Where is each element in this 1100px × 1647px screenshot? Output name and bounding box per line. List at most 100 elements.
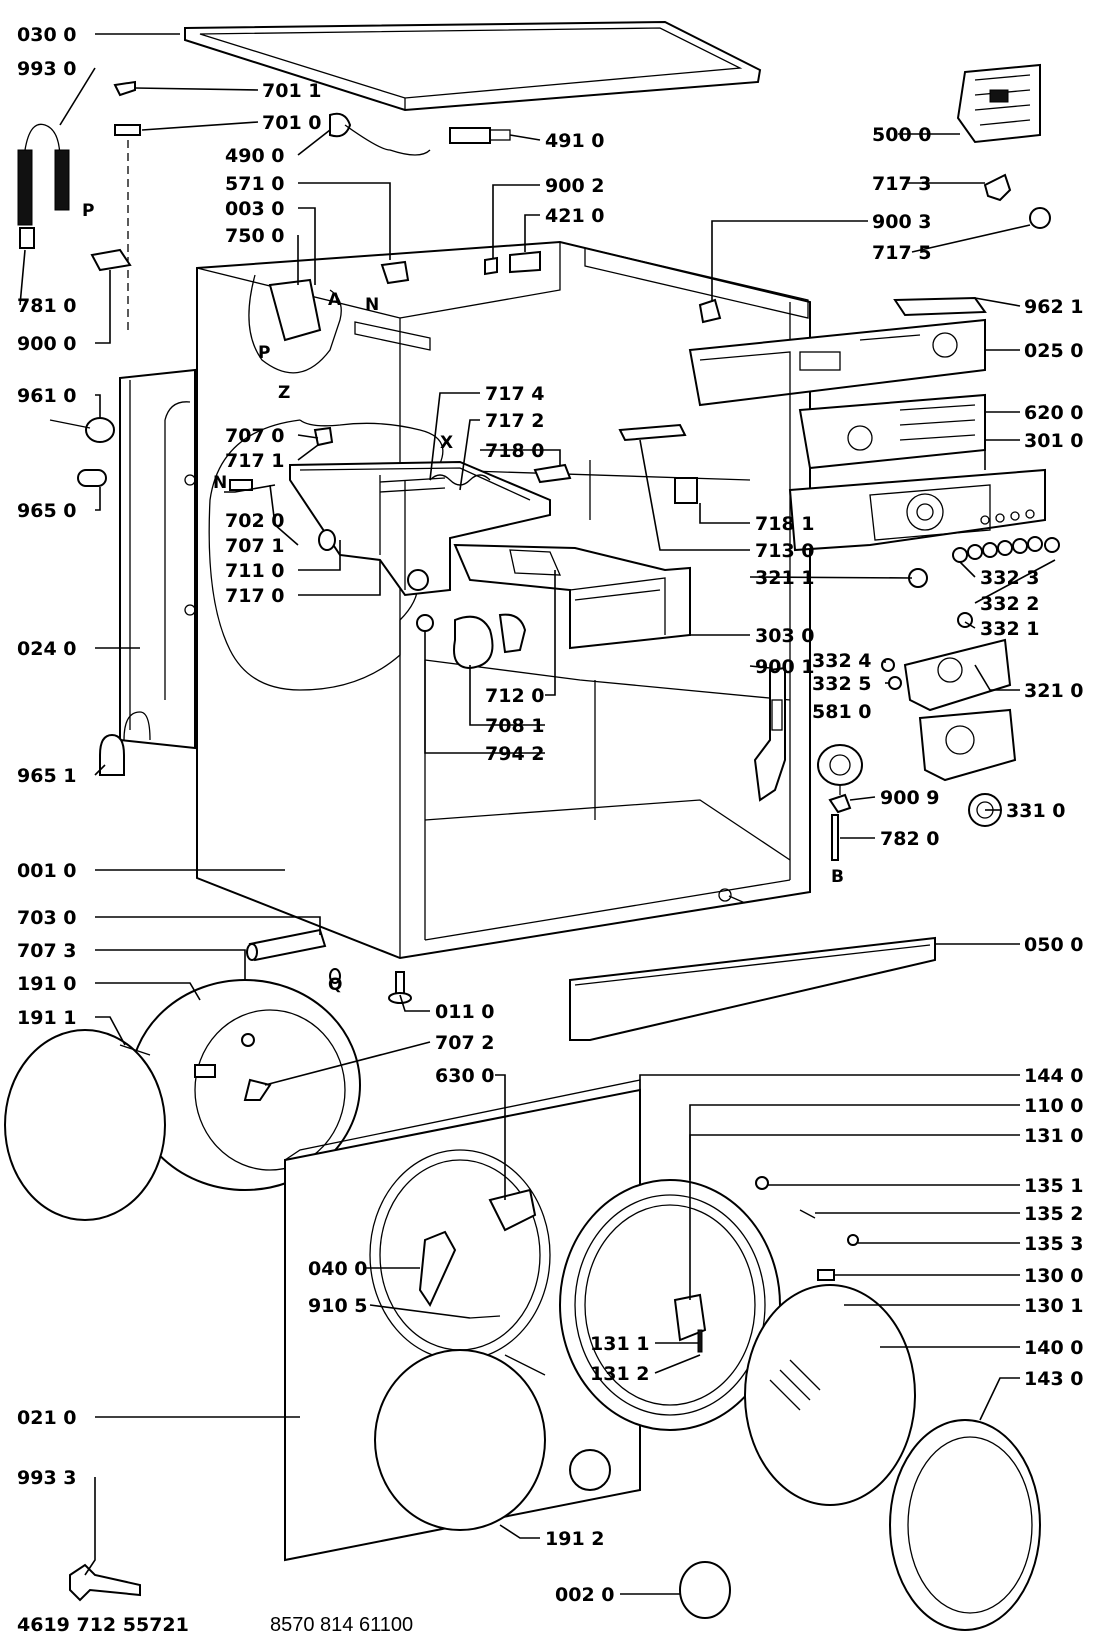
footer-codes: 4619 712 55721 8570 814 61100 bbox=[17, 1614, 413, 1636]
hose-assembly-9930 bbox=[17, 123, 70, 249]
part-label: 707 2 bbox=[435, 1032, 495, 1054]
part-label: 707 0 bbox=[225, 425, 285, 447]
marker-n2: N bbox=[213, 473, 227, 493]
parts-artwork bbox=[4, 20, 1060, 1631]
group-outline bbox=[208, 274, 444, 691]
clip-9009 bbox=[828, 793, 852, 814]
marker-b: B bbox=[831, 867, 844, 887]
electronic-board bbox=[798, 393, 986, 470]
bracket-9000 bbox=[90, 248, 132, 272]
part-label: 993 0 bbox=[17, 58, 77, 80]
clip-9003 bbox=[698, 298, 722, 324]
control-panel-back bbox=[688, 318, 986, 407]
part-label: 135 1 bbox=[1024, 1175, 1084, 1197]
terminal-4210 bbox=[509, 250, 541, 274]
part-9610 bbox=[49, 417, 115, 443]
part-label: 130 1 bbox=[1024, 1295, 1084, 1317]
part-7020 bbox=[229, 479, 253, 491]
part-label: 718 1 bbox=[755, 513, 815, 535]
part-label: 025 0 bbox=[1024, 340, 1084, 362]
marker-a: A bbox=[328, 290, 342, 310]
part-label: 707 3 bbox=[17, 940, 77, 962]
part-label: 794 2 bbox=[485, 743, 545, 765]
footer-code-left: 4619 712 55721 bbox=[17, 1614, 189, 1636]
marker-n1: N bbox=[365, 295, 379, 315]
part-label: 630 0 bbox=[435, 1065, 495, 1087]
part-label: 143 0 bbox=[1024, 1368, 1084, 1390]
part-label: 421 0 bbox=[545, 205, 605, 227]
control-fascia bbox=[788, 468, 1046, 552]
door-outer-ring bbox=[889, 1419, 1041, 1631]
part-label: 130 0 bbox=[1024, 1265, 1084, 1287]
block-1300 bbox=[817, 1269, 835, 1281]
part-label: 702 0 bbox=[225, 510, 285, 532]
part-label: 003 0 bbox=[225, 198, 285, 220]
bracket-7130 bbox=[618, 423, 687, 442]
lock-4910 bbox=[449, 127, 511, 144]
part-label: 750 0 bbox=[225, 225, 285, 247]
connector-5710 bbox=[380, 260, 410, 285]
marker-x: X bbox=[440, 433, 453, 453]
cable-4900 bbox=[329, 112, 352, 138]
part-label: 962 1 bbox=[1024, 296, 1084, 318]
part-label: 782 0 bbox=[880, 828, 940, 850]
part-label: 581 0 bbox=[812, 701, 872, 723]
part-label: 321 1 bbox=[755, 567, 815, 589]
part-label: 500 0 bbox=[872, 124, 932, 146]
clip-9002 bbox=[484, 256, 498, 276]
washer-1353 bbox=[847, 1234, 859, 1246]
seal-ring-1912 bbox=[374, 1349, 546, 1531]
part-label: 321 0 bbox=[1024, 680, 1084, 702]
bracket-7180 bbox=[533, 463, 572, 484]
part-label: 717 1 bbox=[225, 450, 285, 472]
part-label: 707 1 bbox=[225, 535, 285, 557]
part-label: 191 2 bbox=[545, 1528, 605, 1550]
door-latch bbox=[488, 1188, 537, 1232]
part-9650 bbox=[77, 469, 107, 487]
rear-panel bbox=[119, 368, 196, 750]
part-label: 191 1 bbox=[17, 1007, 77, 1029]
part-label: 620 0 bbox=[1024, 402, 1084, 424]
part-label: 900 9 bbox=[880, 787, 940, 809]
spanner bbox=[69, 1563, 141, 1602]
part-label: 965 0 bbox=[17, 500, 77, 522]
part-label: 708 1 bbox=[485, 715, 545, 737]
screw-9105 bbox=[469, 1315, 501, 1319]
part-label: 910 5 bbox=[308, 1295, 368, 1317]
plinth bbox=[569, 936, 936, 1041]
part-label: 712 0 bbox=[485, 685, 545, 707]
part-label: 030 0 bbox=[17, 24, 77, 46]
push-buttons bbox=[952, 536, 1060, 563]
part-label: 571 0 bbox=[225, 173, 285, 195]
door-gasket bbox=[4, 1029, 166, 1221]
part-9651 bbox=[99, 733, 125, 776]
part-label: 900 2 bbox=[545, 175, 605, 197]
part-label: 717 0 bbox=[225, 585, 285, 607]
knob-3324 bbox=[881, 658, 895, 672]
part-label: 900 3 bbox=[872, 211, 932, 233]
timer-knob bbox=[817, 744, 863, 795]
spring-1352 bbox=[799, 1209, 816, 1219]
part-label: 781 0 bbox=[17, 295, 77, 317]
part-label: 331 0 bbox=[1006, 800, 1066, 822]
valve-7010 bbox=[114, 124, 141, 330]
part-label: 717 2 bbox=[485, 410, 545, 432]
letter-markers: P A N P Z X N B Q bbox=[82, 201, 844, 995]
part-label: 002 0 bbox=[555, 1584, 615, 1606]
part-label: 301 0 bbox=[1024, 430, 1084, 452]
part-label: 001 0 bbox=[17, 860, 77, 882]
part-labels: 030 0 993 0 701 1 701 0 490 0 491 0 571 … bbox=[17, 24, 1084, 1606]
pressure-switch-bracket bbox=[753, 666, 786, 802]
control-module bbox=[956, 63, 1041, 144]
part-label: 140 0 bbox=[1024, 1337, 1084, 1359]
part-label: 303 0 bbox=[755, 625, 815, 647]
part-label: 332 2 bbox=[980, 593, 1040, 615]
part-label: 703 0 bbox=[17, 907, 77, 929]
part-label: 711 0 bbox=[225, 560, 285, 582]
part-label: 131 0 bbox=[1024, 1125, 1084, 1147]
part-label: 965 1 bbox=[17, 765, 77, 787]
block-7181 bbox=[674, 477, 698, 504]
fascia-overlays bbox=[903, 638, 1017, 782]
part-label: 993 3 bbox=[17, 1467, 77, 1489]
